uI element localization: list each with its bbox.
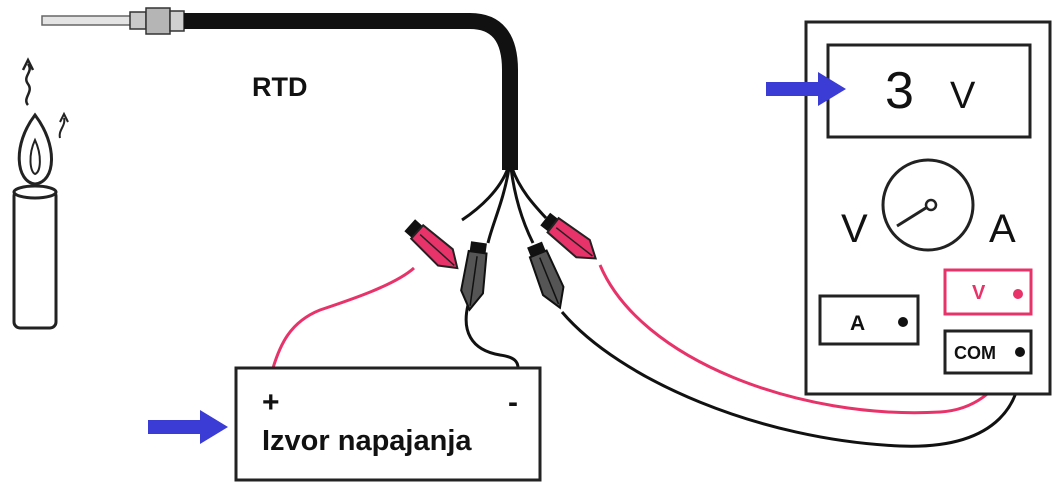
- black-wire-meter: [560, 311, 1023, 448]
- arrow-right-icon-display: [766, 72, 846, 106]
- rtd-fitting: [145, 7, 171, 35]
- candle: [12, 57, 69, 330]
- candle-body: [12, 188, 58, 330]
- lead-4: [510, 167, 548, 220]
- lead-1: [461, 167, 510, 222]
- black-clip-left: [460, 241, 488, 312]
- minus-terminal-label: -: [508, 386, 518, 419]
- rtd-label: RTD: [252, 72, 308, 102]
- power-supply-label: Izvor napajanja: [262, 425, 472, 457]
- flame-icon: [17, 112, 53, 186]
- arrow-right-icon-supply: [148, 410, 228, 444]
- multimeter: 3 V V A A V COM: [804, 20, 1052, 396]
- rtd-probe: [41, 7, 548, 244]
- red-clip-right: [540, 212, 598, 260]
- gauge-right-label: A: [989, 207, 1016, 251]
- heat-wave-icon: [25, 63, 31, 106]
- power-supply: + - Izvor napajanja: [234, 366, 542, 482]
- heat-wave-icon-small: [58, 117, 66, 139]
- black-clip-right: [527, 241, 565, 310]
- display-value: 3: [885, 62, 914, 120]
- power-supply-box: [234, 366, 542, 482]
- red-wire-supply: [271, 266, 415, 369]
- port-com-label: COM: [954, 343, 996, 363]
- red-clip-left: [404, 219, 459, 270]
- rtd-sheath: [41, 15, 133, 26]
- multimeter-display: [826, 43, 1032, 139]
- lead-2: [486, 167, 511, 244]
- gauge-needle: [896, 204, 930, 228]
- candle-top: [12, 184, 58, 200]
- port-v-label: V: [972, 282, 986, 304]
- rtd-cable: [184, 13, 518, 170]
- display-unit: V: [950, 75, 976, 117]
- gauge-left-label: V: [841, 207, 868, 251]
- lead-3: [509, 167, 535, 244]
- port-a-label: A: [850, 312, 865, 335]
- black-wire-supply: [464, 304, 520, 369]
- plus-terminal-label: +: [262, 386, 280, 419]
